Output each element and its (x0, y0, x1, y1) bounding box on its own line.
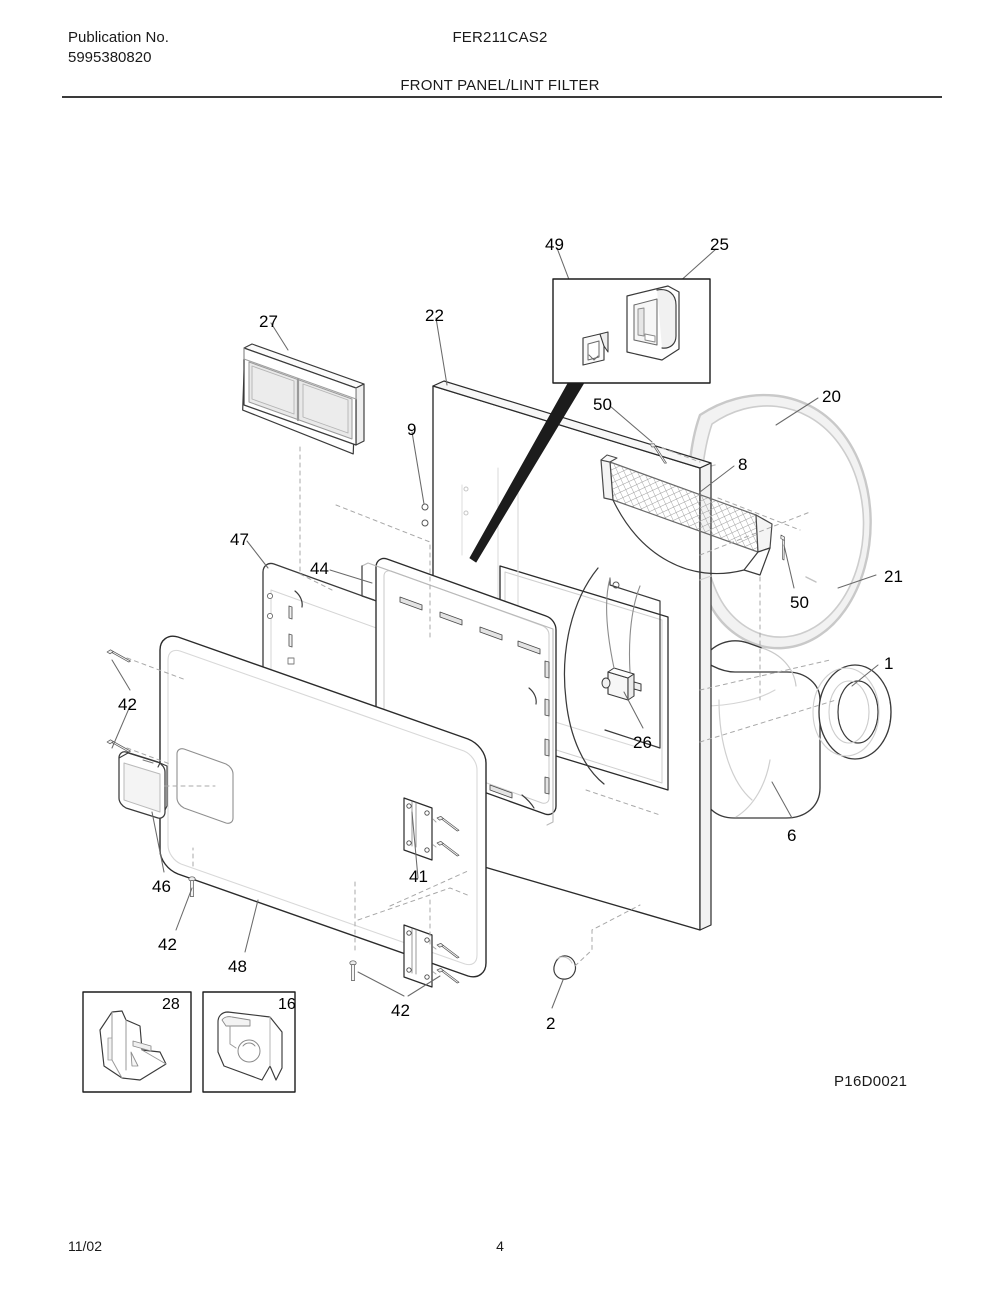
publication-number: Publication No. 5995380820 (68, 29, 169, 66)
model-number: FER211CAS2 (452, 29, 548, 46)
callout-8: 8 (738, 455, 748, 474)
inset-label-16: 16 (278, 996, 296, 1013)
callout-41: 41 (409, 867, 428, 886)
revision-date: 11/02 (68, 1238, 102, 1254)
callout-48: 48 (228, 957, 247, 976)
part-2-plug-button (553, 955, 577, 980)
callout-2: 2 (546, 1014, 556, 1033)
callout-50b: 50 (790, 593, 809, 612)
part-25-door-strike (626, 285, 680, 361)
callout-9: 9 (407, 420, 417, 439)
callout-42c: 42 (391, 1001, 410, 1020)
inset-box-28 (82, 991, 192, 1093)
callout-49: 49 (545, 235, 564, 254)
part-26-door-switch (601, 577, 642, 701)
part-41-door-hinge-upper (403, 797, 433, 861)
assembly-hidden-lines (126, 446, 837, 975)
callout-26: 26 (633, 733, 652, 752)
page-number: 4 (496, 1238, 504, 1254)
drawing-code: P16D0021 (834, 1073, 908, 1090)
callout-50a: 50 (593, 395, 612, 414)
callout-46: 46 (152, 877, 171, 896)
callout-44: 44 (310, 559, 329, 578)
part-28-bracket (99, 1010, 167, 1081)
callout-22: 22 (425, 306, 444, 325)
part-46-door-handle-trim (118, 751, 168, 819)
inset-label-28: 28 (162, 996, 180, 1013)
callout-20: 20 (822, 387, 841, 406)
part-8-lint-filter-housing (600, 454, 773, 576)
part-1-exhaust-duct-ring (812, 664, 892, 760)
callout-42a: 42 (118, 695, 137, 714)
part-48-door-outer-panel (159, 635, 487, 978)
callout-21: 21 (884, 567, 903, 586)
part-49-door-catch-clip (582, 331, 609, 366)
callout-6: 6 (787, 826, 797, 845)
callout-25: 25 (710, 235, 729, 254)
callout-1: 1 (884, 654, 894, 673)
callout-27: 27 (259, 312, 278, 331)
part-41-door-hinge-lower (403, 924, 433, 988)
callout-42b: 42 (158, 935, 177, 954)
callout-47: 47 (230, 530, 249, 549)
inset-box-door-catch (552, 278, 711, 384)
inset-box-16 (202, 991, 296, 1093)
page-title: FRONT PANEL/LINT FILTER (400, 77, 600, 94)
header-divider (62, 96, 942, 98)
part-6-blower-housing (702, 640, 821, 819)
part-27-lint-filter-screen (242, 343, 365, 455)
part-16-bracket (217, 1011, 283, 1081)
